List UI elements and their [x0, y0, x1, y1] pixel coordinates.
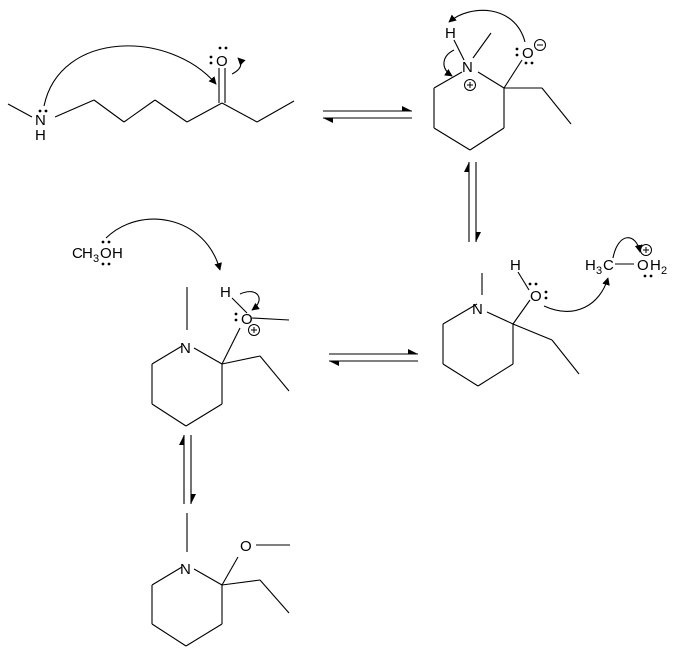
atom-n: N — [35, 112, 46, 129]
atom-c: C — [603, 257, 614, 274]
atom-h: H — [220, 284, 231, 301]
methanol: C H 3 O H — [72, 218, 222, 271]
atom-c: C — [72, 245, 83, 262]
atom-h: H — [112, 245, 123, 262]
positive-charge — [640, 244, 652, 256]
atom-h: H — [445, 25, 456, 42]
subscript-2: 2 — [661, 265, 667, 277]
atom-o: O — [216, 53, 228, 70]
positive-charge — [248, 324, 260, 336]
atom-o: O — [100, 245, 112, 262]
atom-h: H — [82, 245, 93, 262]
atom-h: H — [650, 257, 661, 274]
atom-h: H — [585, 257, 596, 274]
positive-charge — [464, 79, 476, 91]
atom-n: N — [472, 301, 483, 318]
atom-o: O — [530, 288, 542, 305]
equilibrium-arrow-2 — [464, 162, 481, 242]
equilibrium-arrow-3 — [329, 349, 418, 366]
subscript-3: 3 — [93, 253, 99, 265]
zwitterion-intermediate: N H O — [433, 9, 572, 151]
atom-h: H — [510, 257, 521, 274]
atom-h: H — [35, 127, 46, 144]
atom-o: O — [241, 311, 253, 328]
equilibrium-arrow-1 — [323, 106, 412, 123]
protonated-ether: N H O — [151, 284, 290, 427]
equilibrium-arrow-4 — [179, 435, 196, 504]
subscript-3: 3 — [596, 265, 602, 277]
methyloxonium: H 3 C O H 2 — [585, 237, 667, 278]
atom-n: N — [180, 561, 191, 578]
atom-n: N — [180, 340, 191, 357]
atom-o: O — [240, 538, 252, 555]
amino-ketone: N H O — [7, 45, 295, 144]
atom-o: O — [522, 45, 534, 62]
negative-charge — [534, 39, 546, 51]
atom-o: O — [637, 257, 649, 274]
product: N O — [151, 513, 290, 647]
neutral-intermediate: N H O — [442, 257, 610, 387]
atom-n: N — [462, 59, 473, 76]
